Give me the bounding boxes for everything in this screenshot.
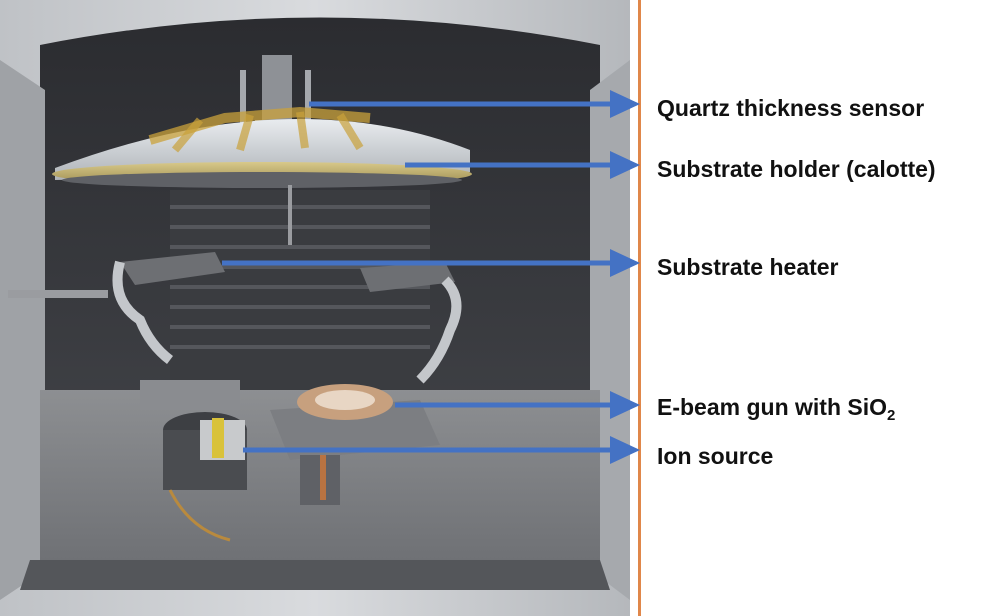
- ebeam-gun: [270, 384, 440, 505]
- label-quartz-sensor: Quartz thickness sensor: [657, 95, 925, 121]
- label-ebeam-text: E-beam gun with SiO: [657, 394, 888, 420]
- chamber-photo: [0, 0, 630, 616]
- substrate-heater: [8, 252, 462, 384]
- chamber-illustration: [0, 0, 630, 616]
- label-ebeam-subscript: 2: [887, 407, 896, 424]
- substrate-holder: [52, 106, 472, 245]
- back-louvers: [170, 190, 430, 390]
- label-ebeam-gun: E-beam gun with SiO2: [657, 394, 895, 423]
- floor-edge: [20, 560, 610, 590]
- label-substrate-heater: Substrate heater: [657, 254, 839, 280]
- label-ion-source: Ion source: [657, 443, 774, 469]
- left-wall: [0, 60, 45, 600]
- ion-source: [140, 380, 247, 542]
- divider-line: [638, 0, 641, 616]
- label-substrate-holder: Substrate holder (calotte): [657, 156, 936, 182]
